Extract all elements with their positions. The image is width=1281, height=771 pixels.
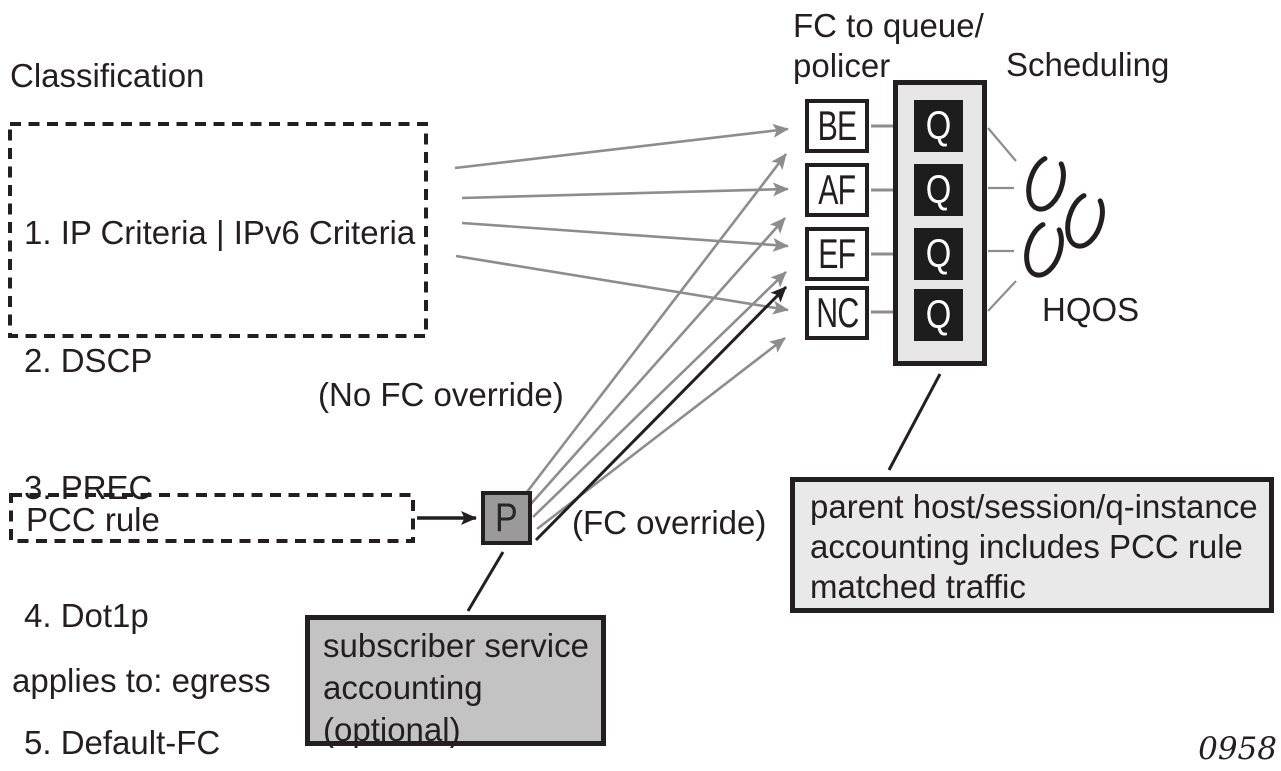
hqos-label: HQOS <box>1042 291 1140 328</box>
subscriber-accounting-line3: (optional) <box>323 711 461 748</box>
classification-to-fc-arrows <box>454 123 789 315</box>
queue-box-3-label: Q <box>925 231 952 276</box>
queue-box-2: Q <box>914 164 963 216</box>
fc-box-nc-label: NC <box>815 289 859 336</box>
classification-item: 3. PREC <box>24 469 153 506</box>
fc-box-be-label: BE <box>817 102 858 149</box>
fc-box-nc: NC <box>805 286 869 340</box>
classification-label: Classification <box>10 57 205 94</box>
scheduling-label: Scheduling <box>1006 46 1170 83</box>
fc-override-label: (FC override) <box>572 504 767 541</box>
queue-box-1: Q <box>914 100 963 152</box>
fc-box-af-label: AF <box>818 166 856 213</box>
subscriber-accounting-line1: subscriber service <box>323 627 589 664</box>
parent-accounting-line1: parent host/session/q-instance <box>810 488 1258 525</box>
queue-box-1-label: Q <box>925 103 952 148</box>
scheduler-arc-icon <box>1026 156 1066 212</box>
parent-accounting-line2: accounting includes PCC rule <box>810 528 1243 565</box>
no-fc-override-label: (No FC override) <box>318 376 564 413</box>
fc-box-af: AF <box>805 163 869 217</box>
classification-item: 5. Default-FC <box>24 724 221 761</box>
classification-item: 4. Dot1p <box>24 596 149 634</box>
classification-list: 1. IP Criteria | IPv6 Criteria 2. DSCP 3… <box>24 127 415 771</box>
classification-item: 1. IP Criteria | IPv6 Criteria <box>24 214 416 251</box>
queue-box-4: Q <box>914 289 963 341</box>
queue-box-3: Q <box>914 228 963 280</box>
fc-box-ef: EF <box>805 227 869 281</box>
queue-box-2-label: Q <box>925 167 952 212</box>
fc-to-queue-label: FC to queue/policer <box>793 6 984 86</box>
fc-box-be: BE <box>805 99 869 153</box>
pcc-rule-label: PCC rule <box>26 501 160 538</box>
parent-accounting-line3: matched traffic <box>810 568 1026 605</box>
figure-number: 0958 <box>1198 731 1277 767</box>
policer-to-fc-arrows <box>525 153 788 531</box>
subscriber-accounting-line2: accounting <box>323 669 483 706</box>
queue-to-scheduler-lines <box>987 127 1017 312</box>
fc-to-queue-label-line2: policer <box>793 47 891 84</box>
policer-to-subscriber-line <box>466 551 505 612</box>
scheduler-arc-icon <box>1024 222 1064 278</box>
policer-box-label: P <box>495 495 518 540</box>
applies-to-label: applies to: egress <box>12 662 271 699</box>
policer-box: P <box>481 491 532 545</box>
parent-accounting-box: parent host/session/q-instance accountin… <box>790 477 1274 613</box>
scheduler-arc-icon <box>1065 193 1105 249</box>
queue-box-4-label: Q <box>925 292 952 337</box>
fc-to-queue-label-line1: FC to queue/ <box>793 7 984 44</box>
queue-to-parent-line <box>887 373 942 471</box>
scheduler-icons <box>1024 156 1105 278</box>
subscriber-accounting-box: subscriber service accounting (optional) <box>305 615 606 748</box>
fc-box-ef-label: EF <box>818 230 856 277</box>
classification-item: 2. DSCP <box>24 341 153 379</box>
